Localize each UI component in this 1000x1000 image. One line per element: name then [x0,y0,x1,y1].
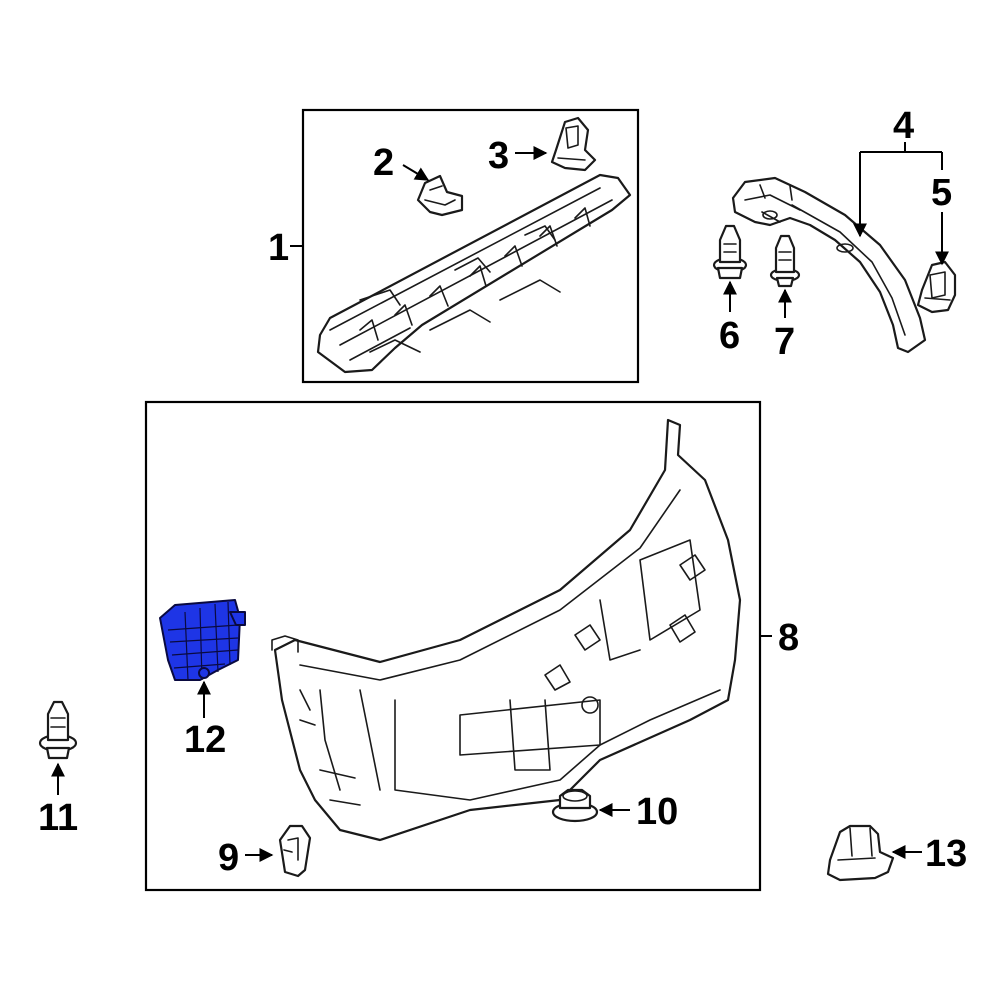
callout-6: 6 [719,315,740,357]
part-11-push-clip[interactable] [38,700,78,760]
part-5-clip[interactable] [916,260,957,314]
part-7-push-clip[interactable] [769,234,801,288]
callout-10: 10 [636,791,678,833]
part-8-liftgate-trim-panel[interactable] [271,418,742,842]
callout-3: 3 [488,135,509,177]
callout-7: 7 [774,321,795,363]
callout-1: 1 [268,227,289,269]
callout-12: 12 [184,719,226,761]
part-13-cap[interactable] [826,824,895,882]
part-2-clip[interactable] [416,174,464,217]
part-9-clip[interactable] [278,824,312,878]
part-1-upper-trim-panel[interactable] [316,173,632,374]
callout-13: 13 [925,833,967,875]
callout-8: 8 [778,617,799,659]
callout-2: 2 [373,142,394,184]
part-12-highlighted-bracket[interactable] [159,599,246,681]
part-6-push-clip[interactable] [712,224,748,280]
part-3-bracket[interactable] [550,116,597,172]
callout-4: 4 [893,105,914,147]
part-4-side-trim[interactable] [731,176,927,354]
leader-lines [51,142,949,862]
lower-group-frame [144,400,762,892]
part-10-grommet[interactable] [551,788,599,823]
callout-11: 11 [38,797,78,839]
callout-5: 5 [931,172,952,214]
callout-9: 9 [218,837,239,879]
callout-labels: 1 2 3 4 5 6 7 8 9 10 11 12 13 [38,105,967,879]
